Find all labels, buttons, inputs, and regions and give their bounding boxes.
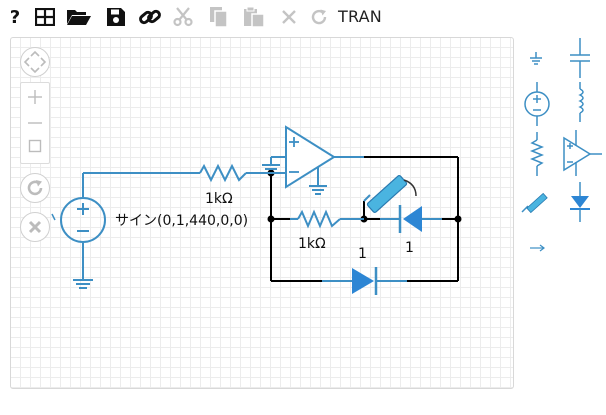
grid-button[interactable]	[32, 4, 58, 30]
ground-icon	[530, 52, 542, 65]
voltage-source-icon	[524, 82, 550, 126]
zoom-panel	[20, 82, 50, 164]
d1-label: 1	[405, 240, 414, 256]
copy-icon	[210, 7, 228, 28]
palette-opamp[interactable]	[563, 130, 602, 176]
run-button[interactable]	[306, 4, 332, 30]
palette-capacitor[interactable]	[570, 38, 590, 78]
refresh-icon	[311, 9, 327, 25]
minus-icon[interactable]	[27, 115, 43, 131]
component-palette	[521, 38, 602, 252]
palette-ground[interactable]	[530, 52, 542, 65]
paste-icon	[244, 6, 265, 28]
resistor-r1[interactable]	[199, 163, 247, 183]
schematic-canvas[interactable]	[10, 37, 514, 389]
paste-button[interactable]	[240, 4, 268, 30]
analysis-label[interactable]: TRAN	[338, 7, 382, 26]
copy-button[interactable]	[206, 4, 232, 30]
grid-icon	[35, 8, 55, 26]
resistor-r2[interactable]	[297, 209, 341, 229]
voltage-probe[interactable]	[363, 175, 417, 213]
plus-icon[interactable]	[27, 89, 43, 105]
diode-d1[interactable]	[398, 205, 422, 233]
pan-button[interactable]	[20, 47, 50, 77]
diode-icon	[570, 182, 590, 222]
x-icon	[282, 10, 296, 24]
r2-label: 1kΩ	[298, 236, 326, 252]
delete-button[interactable]	[276, 4, 302, 30]
open-button[interactable]	[64, 4, 94, 30]
palette-diode[interactable]	[570, 182, 590, 222]
link-icon	[139, 9, 161, 25]
palette-probe[interactable]	[521, 192, 548, 214]
probe-icon	[521, 192, 548, 214]
folder-open-icon	[67, 10, 91, 25]
scissors-icon	[173, 7, 193, 27]
palette-resistor[interactable]	[529, 132, 545, 176]
source-label: サイン(0,1,440,0,0)	[115, 213, 248, 229]
square-icon[interactable]	[28, 139, 42, 153]
palette-port[interactable]	[530, 244, 545, 252]
opamp[interactable]	[285, 125, 336, 189]
question-icon: ?	[9, 6, 21, 28]
save-button[interactable]	[103, 4, 129, 30]
port-arrow-icon	[530, 244, 545, 252]
r1-label: 1kΩ	[205, 191, 233, 207]
floppy-save-icon	[107, 8, 125, 26]
diode-d2[interactable]	[352, 267, 378, 295]
link-button[interactable]	[136, 4, 164, 30]
palette-inductor[interactable]	[578, 82, 584, 122]
resistor-icon	[529, 132, 545, 176]
inductor-icon	[578, 82, 584, 122]
cut-button[interactable]	[170, 4, 196, 30]
toolbar: ?	[0, 0, 606, 34]
rotate-icon	[27, 180, 43, 196]
help-button[interactable]: ?	[4, 4, 26, 30]
voltage-source[interactable]	[51, 197, 106, 243]
d2-label: 1	[358, 246, 367, 262]
palette-voltage-source[interactable]	[524, 82, 550, 126]
pan-arrows-icon	[23, 50, 47, 74]
redo-button[interactable]	[20, 173, 50, 203]
close-circle-icon	[28, 220, 42, 234]
capacitor-icon	[570, 38, 590, 78]
opamp-icon	[563, 130, 602, 176]
clear-button[interactable]	[20, 212, 50, 242]
